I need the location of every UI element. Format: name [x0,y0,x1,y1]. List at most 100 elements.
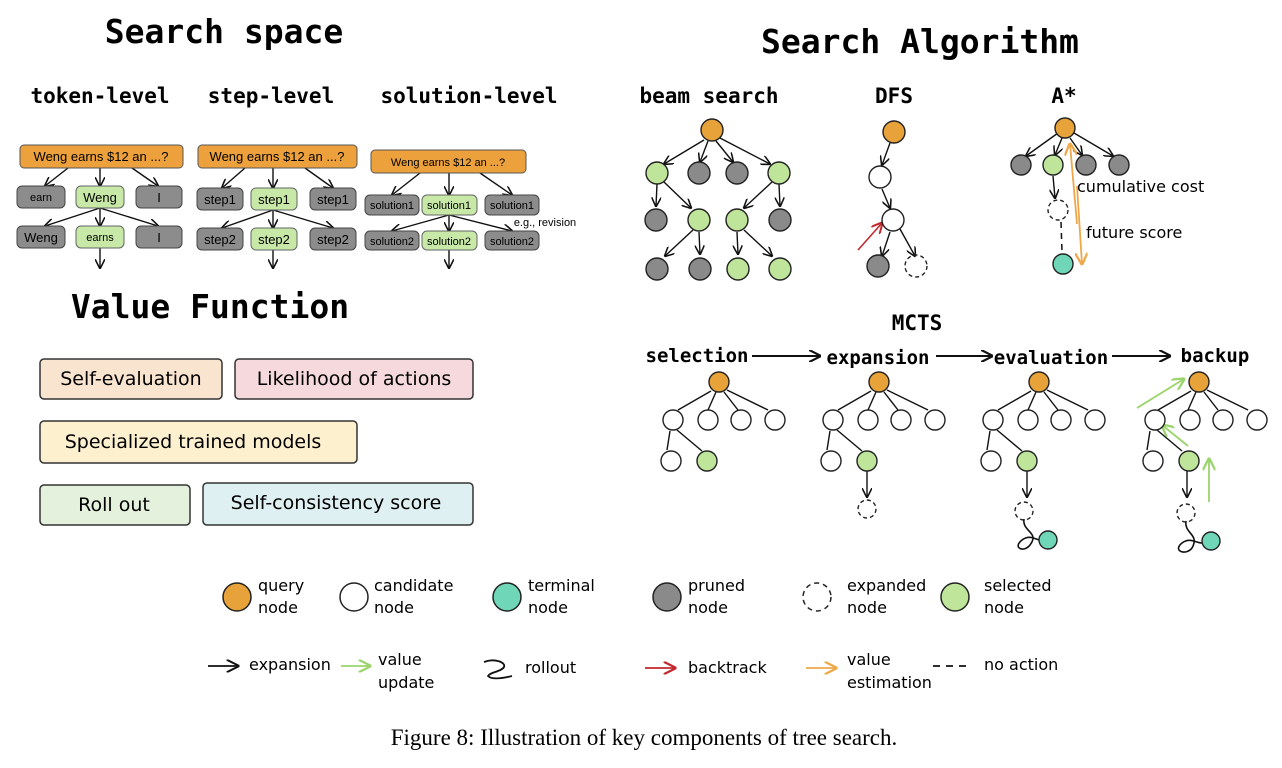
rollout-box [39,484,191,526]
query-node-icon [222,582,252,612]
solution-chip-label: solution2 [370,236,414,248]
token-chip [16,225,66,249]
selected-node [725,208,749,232]
candidate-node [764,409,786,431]
self-evaluation-box [39,358,223,400]
token-query-text: Weng earns $12 an ...? [34,149,169,164]
mcts-phase-expansion: expansion [827,347,930,369]
mcts-expansion-tree [820,371,946,519]
pruned-node [645,257,669,281]
legend-backtrack-label: backtrack [688,658,767,677]
mcts-title: MCTS [892,311,943,335]
candidate-node [1179,409,1201,431]
solution-level-title: solution-level [380,84,557,108]
solution-level-tree: Weng earns $12 an ...? solution1 solutio… [364,149,576,268]
solution-query-box [370,149,527,174]
expanded-node-icon [802,582,832,612]
trained-models-box [39,420,358,464]
step-chip-label: step2 [204,232,236,247]
terminal-node-icon [492,582,522,612]
candidate-node [868,165,892,189]
step-level-title: step-level [208,84,334,108]
candidate-node [730,409,752,431]
solution-chip-label: solution1 [370,200,414,212]
selected-node [767,161,791,185]
candidate-node [980,450,1002,472]
pruned-node [725,161,749,185]
legend-expansion-label: expansion [249,655,331,674]
solution-chip-label: solution1 [490,200,534,212]
pruned-node [688,257,712,281]
rollout-icon [483,659,513,680]
revision-note: e.g., revision [514,217,576,229]
solution-query-text: Weng earns $12 an ...? [391,157,505,169]
rollout-label: Roll out [78,494,150,516]
mcts-backup-tree [1136,371,1268,553]
candidate-node [1017,409,1039,431]
candidate-node [697,409,719,431]
token-chip-label: Weng [24,230,58,245]
pruned-node [644,208,668,232]
candidate-node [822,409,844,431]
step-chip [309,227,357,251]
candidate-node-icon [339,582,369,612]
step-chip-label: step2 [317,232,349,247]
token-chip-label: I [157,230,161,245]
candidate-node [1142,450,1164,472]
mcts-phase-evaluation: evaluation [994,347,1108,369]
token-query-box [19,144,184,169]
pruned-node [768,208,792,232]
selected-node [687,208,711,232]
candidate-node [924,409,946,431]
step-chip [196,187,244,211]
query-node [1054,117,1076,139]
mcts-phase-selection: selection [646,345,749,367]
query-node [700,118,724,142]
token-chip [135,185,183,209]
pruned-node [866,254,890,278]
search-space-title: Search space [105,12,343,51]
pruned-node [1010,154,1032,176]
self-consistency-label: Self-consistency score [231,492,442,514]
solution-chip [484,194,540,216]
candidate-node [820,450,842,472]
candidate-node [857,409,879,431]
figure-caption: Figure 8: Illustration of key components… [391,725,898,750]
selected-node [856,450,878,472]
step-chip-selected [250,187,298,211]
token-level-title: token-level [30,84,169,108]
terminal-node [1201,531,1221,551]
legend-rollout-label: rollout [525,658,576,677]
expanded-node [1014,501,1034,521]
candidate-node [881,208,905,232]
query-node [708,371,730,393]
solution-chip-selected [421,230,478,251]
candidate-node [1050,409,1072,431]
likelihood-box [234,358,474,400]
beam-search-title: beam search [639,84,778,108]
selected-node [768,257,792,281]
query-node [882,120,906,144]
pruned-node [687,161,711,185]
step-chip [309,187,357,211]
solution-chip-label: solution1 [427,200,471,212]
dfs-tree [857,120,928,278]
step-level-tree: Weng earns $12 an ...? step1 step1 step1… [196,144,358,268]
candidate-node [890,409,912,431]
candidate-node [662,409,684,431]
future-score-label: future score [1086,223,1182,242]
trained-models-label: Specialized trained models [65,431,322,453]
selected-node [1042,154,1064,176]
candidate-node [1212,409,1234,431]
token-chip-label: I [157,190,161,205]
selected-node [726,257,750,281]
step-chip-label: step1 [317,192,349,207]
